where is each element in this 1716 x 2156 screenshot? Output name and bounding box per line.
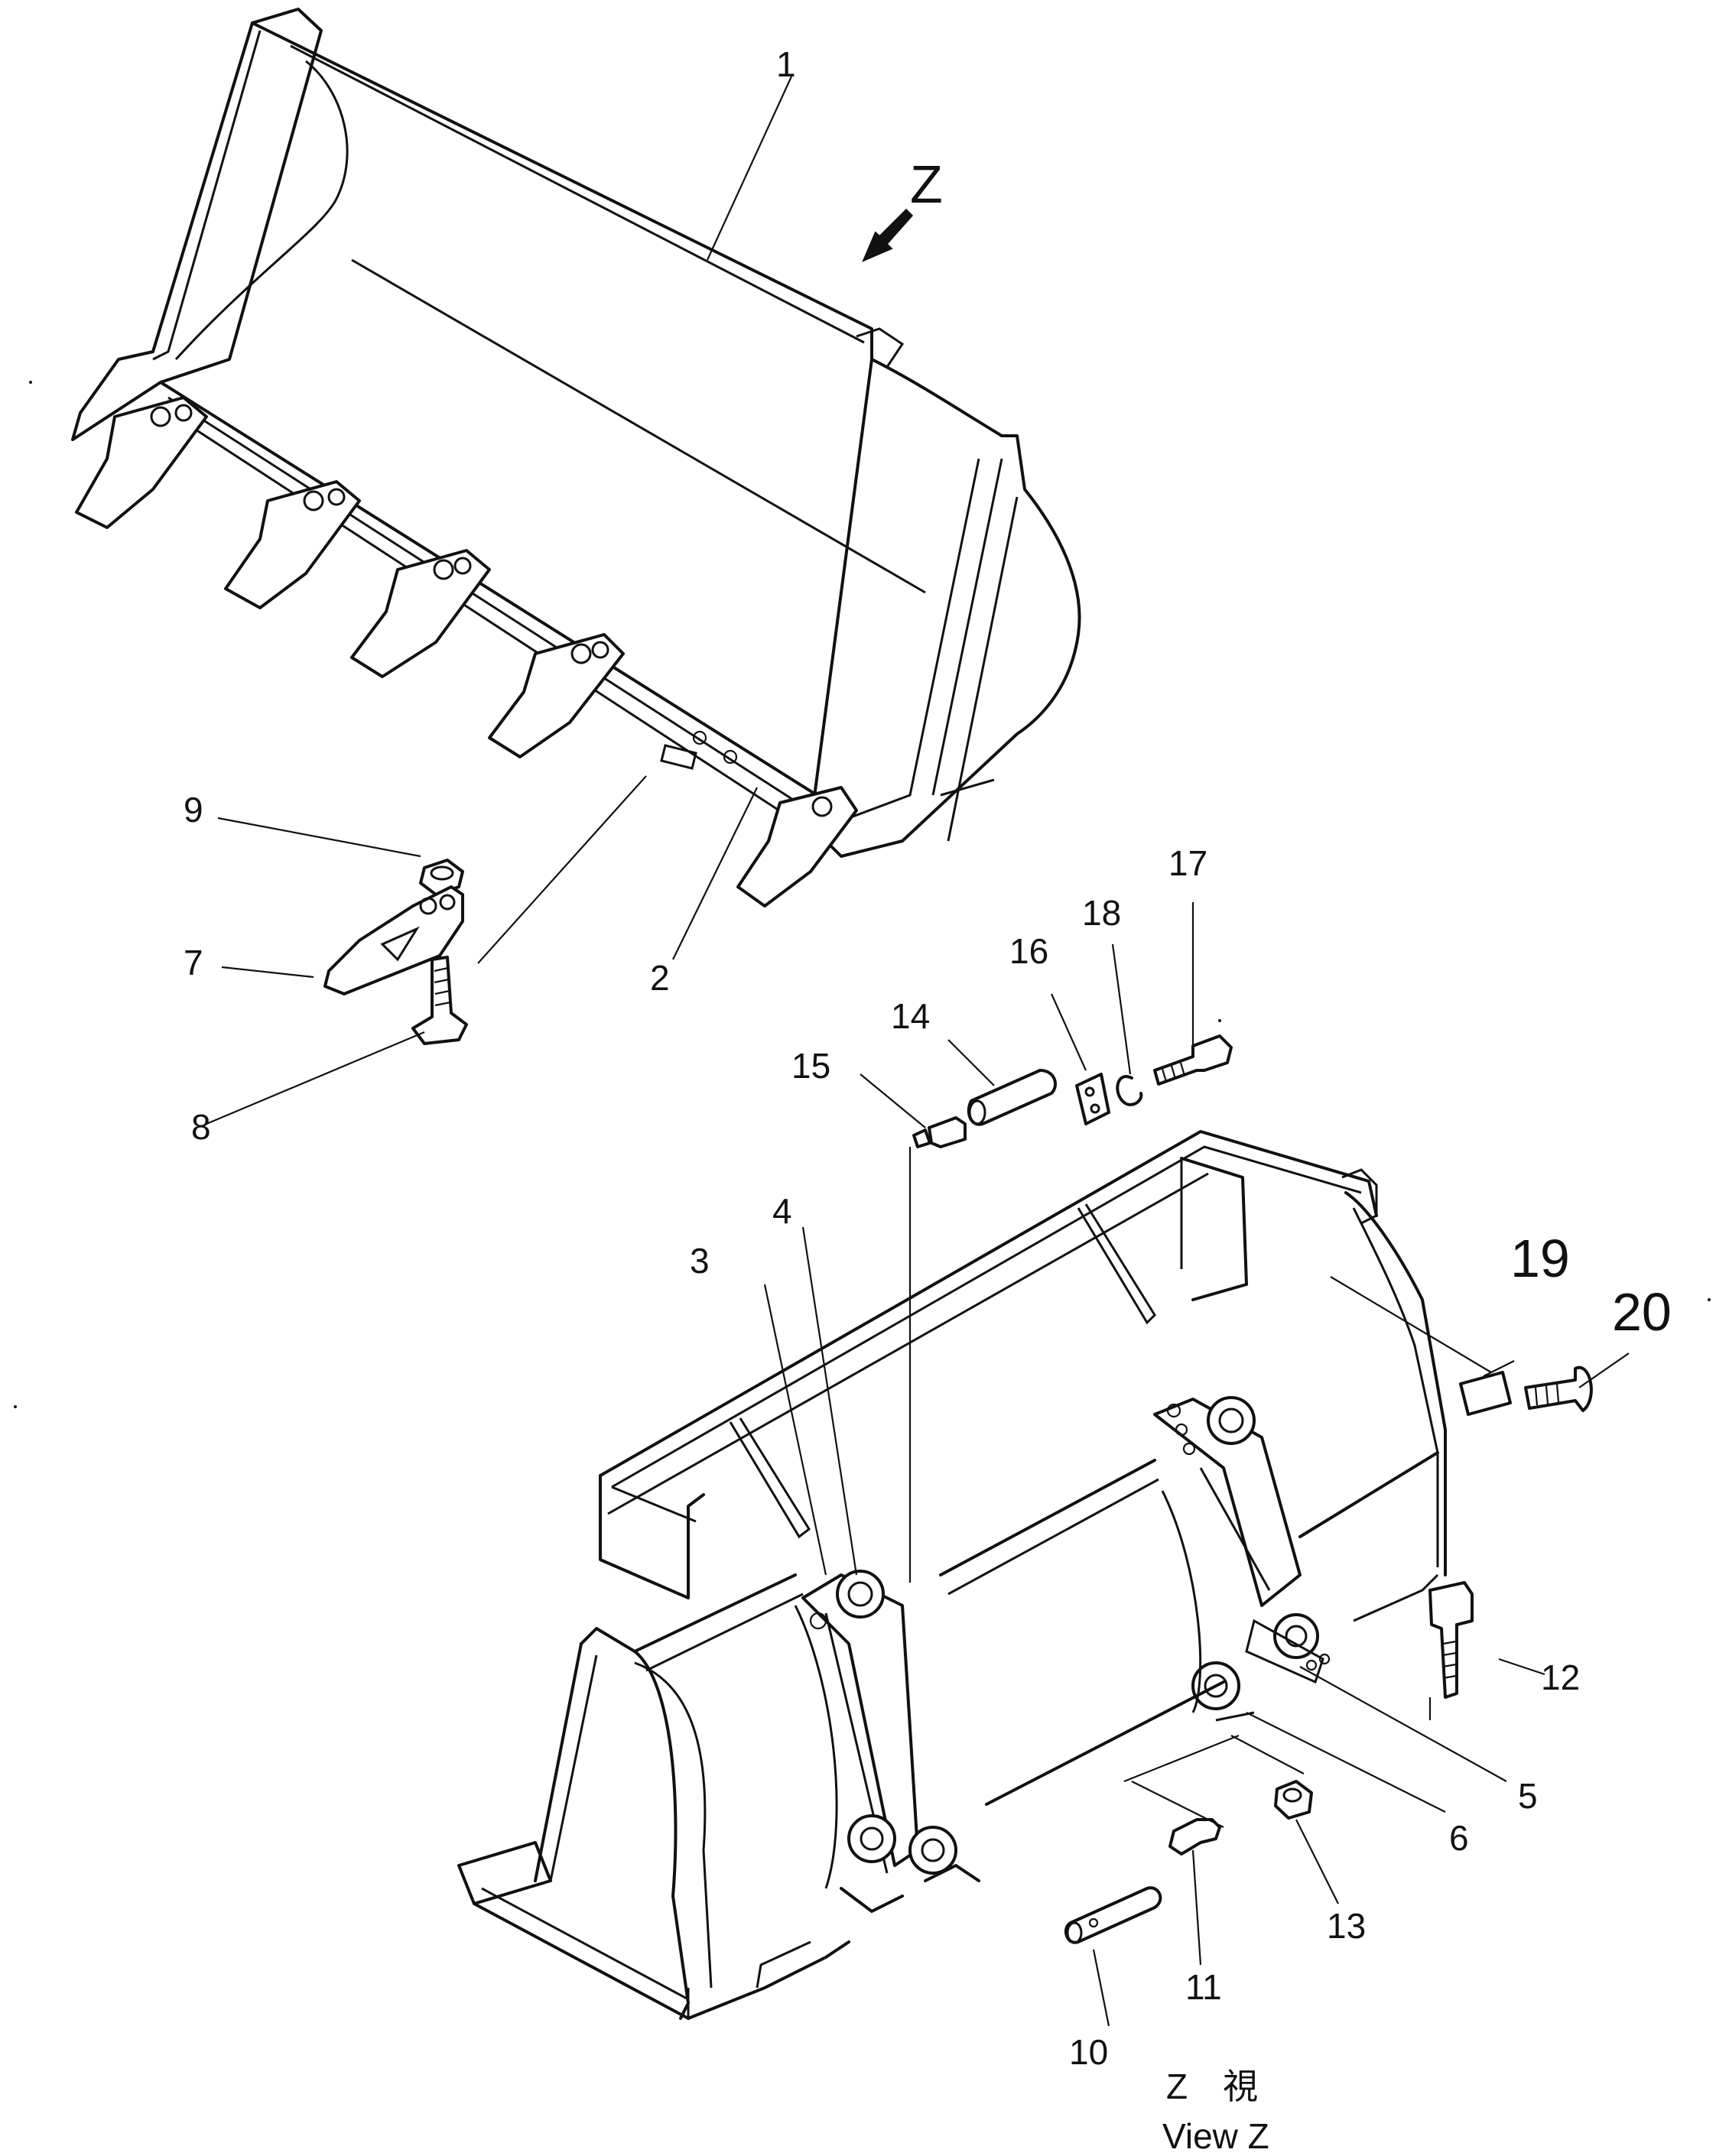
bolt-part-12 xyxy=(1428,1581,1474,1699)
hinge-pin-parts xyxy=(1064,1365,1593,1944)
bucket-front-view xyxy=(457,1130,1447,2020)
bucket-rear-view xyxy=(71,8,1081,908)
grease-fitting-part-15 xyxy=(928,1116,967,1148)
callout-20: 20 xyxy=(1612,1282,1672,1342)
callout-1: 1 xyxy=(776,44,796,84)
callout-18: 18 xyxy=(1082,893,1121,933)
callout-10: 10 xyxy=(1069,2032,1108,2072)
callout-19: 19 xyxy=(1510,1229,1570,1288)
pin-part-10 xyxy=(1064,1886,1162,1944)
callout-7: 7 xyxy=(184,943,203,982)
callout-13: 13 xyxy=(1327,1906,1366,1946)
caption-line-1: Z 視 xyxy=(1166,2067,1258,2106)
plate-part-19 xyxy=(1459,1371,1512,1416)
callout-2: 2 xyxy=(650,958,670,998)
caption-line-2: View Z xyxy=(1162,2116,1269,2156)
callout-8: 8 xyxy=(191,1107,211,1147)
view-arrow-label: Z xyxy=(910,154,943,214)
leader-lines xyxy=(206,76,1630,2027)
callout-labels: 1 2 3 4 5 6 7 8 9 10 11 12 13 14 15 16 1… xyxy=(184,44,1672,2072)
bolt-part-8 xyxy=(411,956,468,1045)
callout-4: 4 xyxy=(772,1191,792,1231)
bucket-teeth-row xyxy=(75,396,858,908)
pin-assembly-parts xyxy=(912,1034,1233,1148)
pin-part-14 xyxy=(967,1069,1057,1126)
plate-part-16 xyxy=(1075,1073,1110,1125)
view-caption: Z 視 View Z xyxy=(1162,2067,1269,2156)
arrow-down-left-icon xyxy=(862,208,914,262)
callout-15: 15 xyxy=(791,1046,830,1086)
callout-12: 12 xyxy=(1541,1658,1580,1697)
tooth-assembly-parts xyxy=(323,859,468,1045)
view-z-arrow: Z xyxy=(862,154,943,262)
callout-5: 5 xyxy=(1518,1776,1538,1816)
callout-11: 11 xyxy=(1185,1967,1222,2007)
callout-3: 3 xyxy=(690,1241,710,1281)
nut-part-13 xyxy=(1274,1780,1313,1820)
callout-6: 6 xyxy=(1449,1818,1469,1858)
bolt-part-20 xyxy=(1524,1365,1593,1412)
grease-fitting-part-11 xyxy=(1168,1818,1221,1856)
ring-part-18 xyxy=(1116,1075,1143,1106)
callout-9: 9 xyxy=(184,790,203,830)
callout-17: 17 xyxy=(1168,843,1207,883)
callout-16: 16 xyxy=(1009,931,1048,971)
callout-14: 14 xyxy=(891,996,930,1036)
